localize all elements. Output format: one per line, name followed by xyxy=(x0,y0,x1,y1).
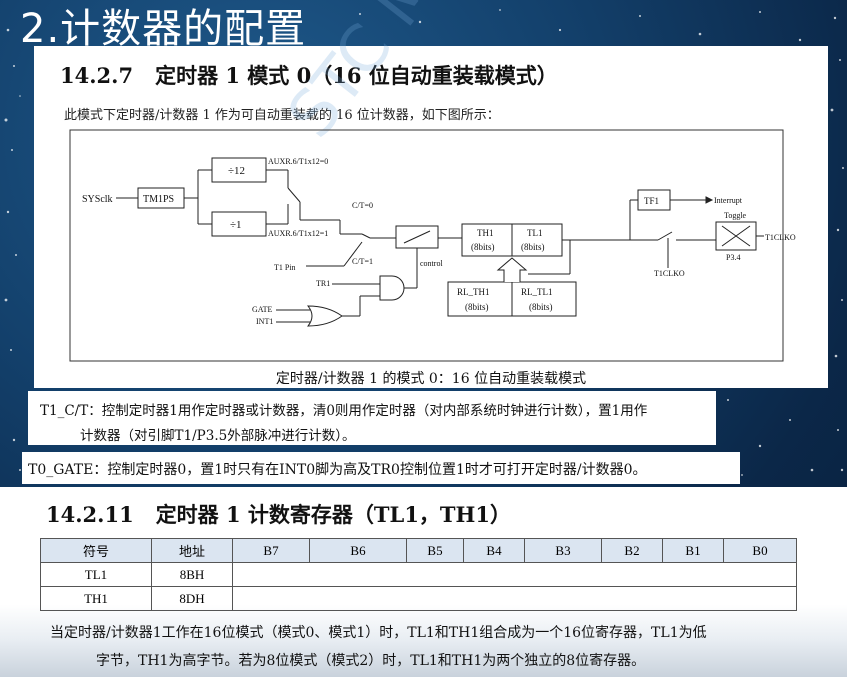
register-section-panel: 14.2.11 定时器 1 计数寄存器（TL1，TH1） 符号 地址 B7 B6 … xyxy=(0,487,847,677)
slide-title: 2.计数器的配置 xyxy=(20,6,307,52)
gate-note-panel: T0_GATE：控制定时器0，置1时只有在INT0脚为高及TR0控制位置1时才可… xyxy=(22,452,740,484)
row-th1-bits xyxy=(232,586,797,611)
mode-section-number: 14.2.7 xyxy=(60,63,134,88)
tl1-bits: (8bits) xyxy=(521,242,545,252)
p34-label: P3.4 xyxy=(726,253,740,262)
row-th1-address: 8DH xyxy=(151,586,233,611)
row-tl1-address: 8BH xyxy=(151,562,233,587)
mode-section-panel: 14.2.7 定时器 1 模式 0（16 位自动重装载模式） 此模式下定时器/计数… xyxy=(34,0,828,388)
ct-note-line2: 计数器（对引脚T1/P3.5外部脉冲进行计数）。 xyxy=(80,428,356,444)
register-table-header-row: 符号 地址 B7 B6 B5 B4 B3 B2 B1 B0 xyxy=(40,538,797,563)
rl-tl1-name: RL_TL1 xyxy=(521,287,553,297)
register-note-line1: 当定时器/计数器1工作在16位模式（模式0、模式1）时，TL1和TH1组合成为一… xyxy=(50,625,707,641)
row-tl1-bits xyxy=(232,562,797,587)
rl-th1-name: RL_TH1 xyxy=(457,287,490,297)
control-label: control xyxy=(420,259,443,268)
col-header-b1: B1 xyxy=(662,538,724,563)
col-header-b6: B6 xyxy=(309,538,407,563)
th1-name: TH1 xyxy=(477,228,494,238)
rl-tl1-box xyxy=(511,281,577,317)
register-section-title: 定时器 1 计数寄存器（TL1，TH1） xyxy=(155,502,512,527)
and-gate xyxy=(379,275,405,301)
register-table: 符号 地址 B7 B6 B5 B4 B3 B2 B1 B0 TL1 8BH TH… xyxy=(40,538,797,611)
auxr1-label: AUXR.6/T1x12=1 xyxy=(268,229,328,238)
mode-intro: 此模式下定时器/计数器 1 作为可自动重装载的 16 位计数器，如下图所示： xyxy=(64,108,500,123)
timer-mode-diagram: SYSclk TM1PS ÷12 ÷1 AUXR.6/T1x12=0 AUXR.… xyxy=(69,129,796,362)
gate-note-line: T0_GATE：控制定时器0，置1时只有在INT0脚为高及TR0控制位置1时才可… xyxy=(28,462,647,478)
int1-label: INT1 xyxy=(256,317,273,326)
col-header-b4: B4 xyxy=(463,538,525,563)
col-header-symbol: 符号 xyxy=(40,538,152,563)
col-header-address: 地址 xyxy=(151,538,233,563)
col-header-b3: B3 xyxy=(524,538,602,563)
tm1ps-label: TM1PS xyxy=(143,194,174,205)
t1pin-label: T1 Pin xyxy=(274,263,296,272)
col-header-b5: B5 xyxy=(406,538,464,563)
table-row: TH1 8DH xyxy=(40,586,797,611)
auxr0-label: AUXR.6/T1x12=0 xyxy=(268,157,328,166)
register-section-number: 14.2.11 xyxy=(46,502,134,527)
col-header-b7: B7 xyxy=(232,538,310,563)
interrupt-label: Interrupt xyxy=(714,196,743,205)
sysclk-label: SYSclk xyxy=(82,194,113,205)
rl-tl1-bits: (8bits) xyxy=(529,302,553,312)
ct-note-panel: T1_C/T：控制定时器1用作定时器或计数器，清0则用作定时器（对内部系统时钟进… xyxy=(28,391,716,445)
table-row: TL1 8BH xyxy=(40,562,797,587)
reload-arrow xyxy=(496,257,528,282)
or-gate xyxy=(306,305,343,327)
ct-note-line1: T1_C/T：控制定时器1用作定时器或计数器，清0则用作定时器（对内部系统时钟进… xyxy=(40,403,648,419)
col-header-b0: B0 xyxy=(723,538,797,563)
ct0-label: C/T=0 xyxy=(352,201,373,210)
t1clko-switch-label: T1CLKO xyxy=(654,269,685,278)
div1-label: ÷1 xyxy=(230,219,242,231)
rl-th1-bits: (8bits) xyxy=(465,302,489,312)
col-header-b2: B2 xyxy=(601,538,663,563)
row-tl1-symbol: TL1 xyxy=(40,562,152,587)
tr1-label: TR1 xyxy=(316,279,330,288)
th1-bits: (8bits) xyxy=(471,242,495,252)
toggle-label: Toggle xyxy=(724,211,747,220)
figure-caption: 定时器/计数器 1 的模式 0：16 位自动重装载模式 xyxy=(275,371,587,387)
tf1-label: TF1 xyxy=(644,196,659,206)
ct1-label: C/T=1 xyxy=(352,257,373,266)
div12-label: ÷12 xyxy=(228,165,245,177)
mode-section-heading: 14.2.7 定时器 1 模式 0（16 位自动重装载模式） xyxy=(60,60,558,90)
tl1-name: TL1 xyxy=(527,228,543,238)
mode-section-title: 定时器 1 模式 0（16 位自动重装载模式） xyxy=(155,63,558,88)
t1clko-label: T1CLKO xyxy=(765,233,796,242)
row-th1-symbol: TH1 xyxy=(40,586,152,611)
register-section-heading: 14.2.11 定时器 1 计数寄存器（TL1，TH1） xyxy=(46,499,511,529)
gate-label: GATE xyxy=(252,305,273,314)
register-note-line2: 字节，TH1为高字节。若为8位模式（模式2）时，TL1和TH1为两个独立的8位寄… xyxy=(96,653,646,669)
